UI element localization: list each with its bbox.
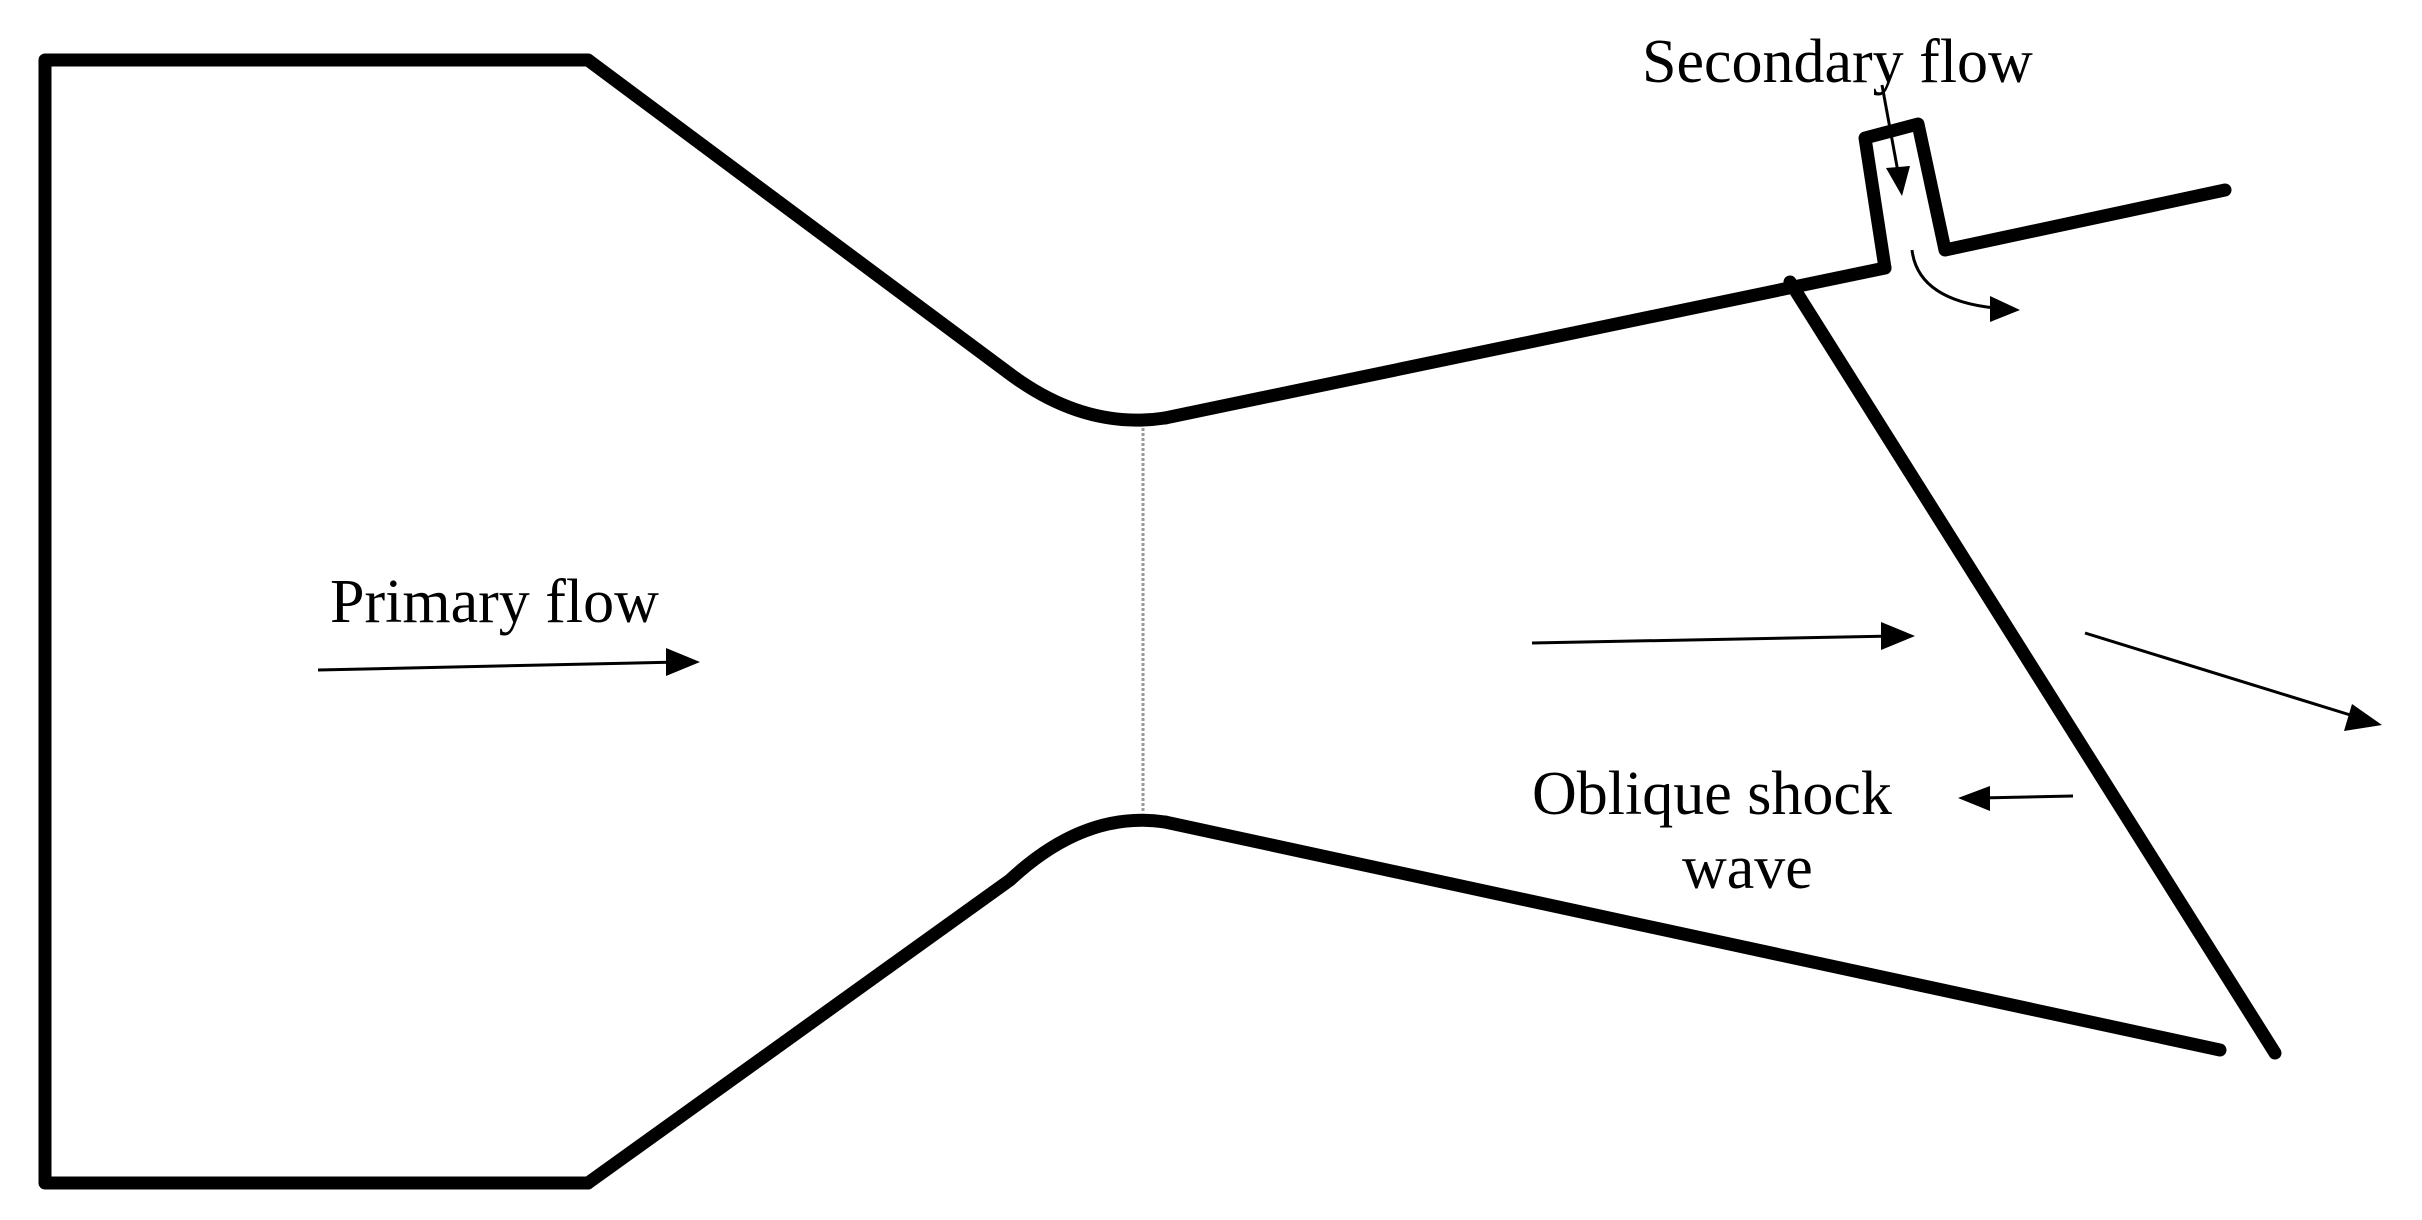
secondary-flow-label: Secondary flow bbox=[1642, 28, 2033, 96]
convergent-upper-wall bbox=[581, 53, 1172, 427]
primary-flow-arrow bbox=[317, 648, 700, 676]
oblique-shock-label-line2: wave bbox=[1682, 834, 1813, 902]
core-flow-arrow bbox=[1531, 622, 1915, 650]
shock-pointer-arrow bbox=[1958, 786, 2074, 811]
oblique-shock-line bbox=[1783, 275, 2282, 1060]
divergent-lower-wall bbox=[1158, 815, 2227, 1057]
oblique-shock-label-line1: Oblique shock bbox=[1532, 760, 1892, 828]
secondary-inlet-arrow bbox=[1880, 84, 1910, 196]
post-shock-flow-arrow bbox=[2084, 631, 2382, 731]
primary-flow-label: Primary flow bbox=[330, 568, 659, 636]
convergent-lower-wall bbox=[581, 813, 1172, 1190]
injection-port bbox=[1858, 117, 2232, 275]
secondary-outlet-arrow bbox=[1910, 249, 2020, 322]
divergent-upper-wall bbox=[1158, 261, 1892, 425]
nozzle-upper-wall bbox=[38, 53, 595, 1190]
